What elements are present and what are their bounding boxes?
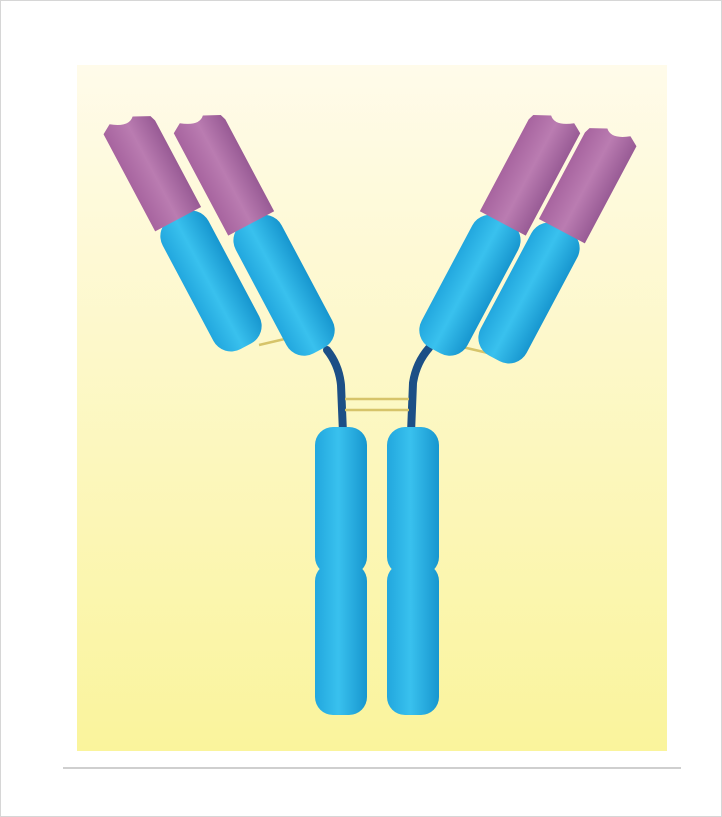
caption-divider (63, 767, 681, 769)
heavy-chain-ch3-right (387, 563, 439, 715)
heavy-chain-ch2-right (387, 427, 439, 575)
diagram-panel (77, 65, 667, 751)
antibody-diagram (77, 65, 667, 751)
heavy-chain-ch3-left (315, 563, 367, 715)
heavy-chain-ch2-left (315, 427, 367, 575)
